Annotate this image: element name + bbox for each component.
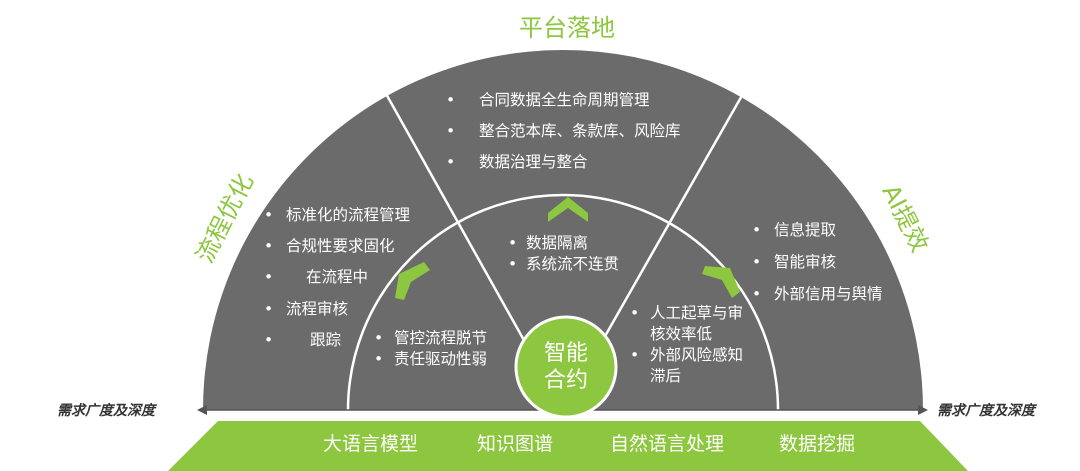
center-line-1: 智能 bbox=[543, 341, 588, 366]
inner-top-item-1: •数据隔离 bbox=[508, 234, 589, 252]
inner-right-item-1-cont: 核效率低 bbox=[650, 325, 713, 343]
inner-left-item-2: •责任驱动性弱 bbox=[374, 350, 488, 368]
center-label: 智能 合约 bbox=[538, 340, 594, 394]
top-item-3: •数据治理与整合 bbox=[446, 153, 588, 171]
axis-label-left: 需求广度及深度 bbox=[57, 403, 155, 419]
top-item-2: •整合范本库、条款库、风险库 bbox=[446, 122, 681, 140]
tech-item-llm: 大语言模型 bbox=[323, 433, 419, 455]
axis-arrow-left-icon bbox=[197, 405, 207, 415]
axis-arrow-right-icon bbox=[918, 405, 928, 415]
inner-top-item-2: •系统流不连贯 bbox=[508, 255, 620, 273]
tech-item-nlp: 自然语言处理 bbox=[610, 433, 725, 455]
chevron-left-icon bbox=[395, 262, 430, 300]
left-item-1: •标准化的流程管理 bbox=[264, 206, 411, 224]
chevron-top-icon bbox=[548, 197, 588, 222]
inner-arc bbox=[346, 193, 780, 411]
left-item-3: •在流程中 bbox=[264, 268, 369, 286]
top-item-1: •合同数据全生命周期管理 bbox=[446, 91, 650, 109]
left-item-2: •合规性要求固化 bbox=[264, 237, 395, 255]
inner-right-item-2-cont: 滞后 bbox=[650, 367, 682, 385]
left-item-5: •跟踪 bbox=[264, 331, 342, 349]
tech-item-knowledge-graph: 知识图谱 bbox=[477, 433, 554, 455]
inner-left-item-1: •管控流程脱节 bbox=[374, 329, 488, 347]
right-item-2: •智能审核 bbox=[752, 253, 837, 271]
right-item-1: •信息提取 bbox=[752, 221, 837, 239]
tech-bar-shape bbox=[168, 421, 968, 471]
left-item-4: •流程审核 bbox=[264, 300, 349, 318]
title-right: AI提效 bbox=[876, 180, 933, 256]
tech-item-data-mining: 数据挖掘 bbox=[779, 433, 856, 455]
title-top: 平台落地 bbox=[519, 14, 615, 42]
axis-label-right: 需求广度及深度 bbox=[937, 403, 1035, 419]
inner-right-item-2: •外部风险感知 bbox=[630, 346, 744, 364]
inner-right-item-1: •人工起草与审 bbox=[630, 304, 744, 322]
center-circle bbox=[514, 315, 618, 419]
chevron-right-icon bbox=[702, 266, 740, 298]
center-line-2: 合约 bbox=[543, 368, 588, 393]
right-item-3: •外部信用与舆情 bbox=[752, 285, 883, 303]
outer-semicircle bbox=[203, 50, 923, 410]
